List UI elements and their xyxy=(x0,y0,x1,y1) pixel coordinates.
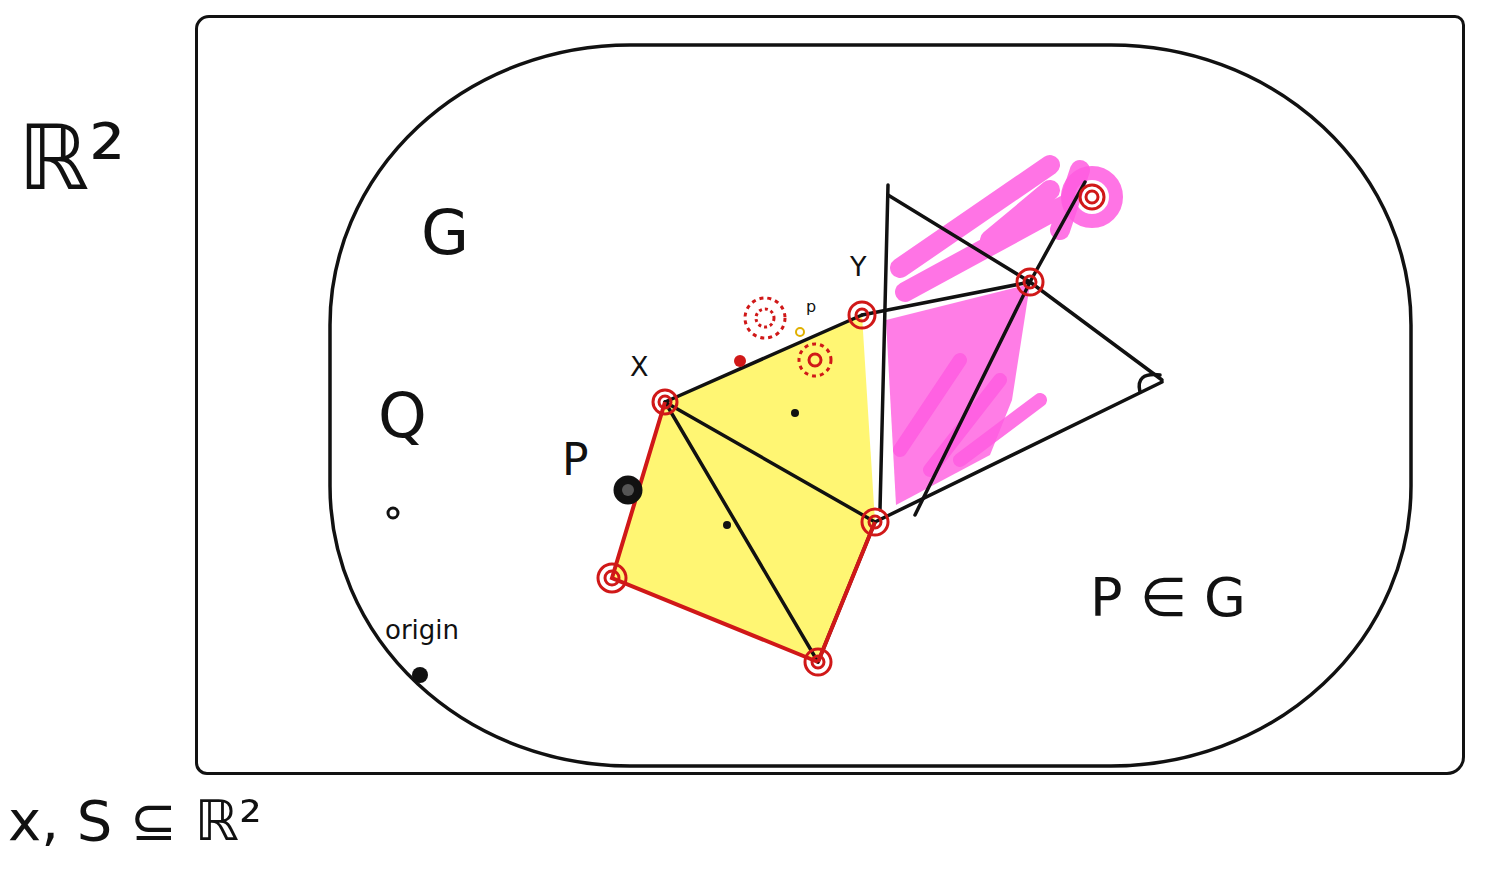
dot xyxy=(388,508,398,518)
vertex-ring xyxy=(598,564,626,592)
yellow-dot xyxy=(796,328,804,336)
vertex-ring xyxy=(862,509,888,535)
vertex-ring xyxy=(1080,185,1104,209)
vertex-ring xyxy=(856,309,868,321)
vertex-ring xyxy=(1086,191,1098,203)
edge-line xyxy=(1030,282,1162,380)
edge-line xyxy=(888,195,1030,282)
point-p xyxy=(615,477,641,503)
red-vertices xyxy=(598,185,1104,675)
set-region: G xyxy=(328,43,1413,768)
edge-tip xyxy=(1139,375,1160,392)
vertex-label: Y xyxy=(850,252,867,282)
membership-note: P ∈ G xyxy=(1090,568,1246,627)
magenta-scribble xyxy=(900,165,1080,292)
red-edge xyxy=(612,402,818,662)
point-p-inner xyxy=(622,484,634,496)
yellow-fill xyxy=(612,315,875,662)
vertex-ring xyxy=(659,396,671,408)
dashed-ring xyxy=(745,298,785,338)
set-label: Q xyxy=(378,382,427,450)
vertex-ring xyxy=(805,649,831,675)
point-label: P xyxy=(562,436,589,484)
vertex-ring xyxy=(869,516,881,528)
oval-outline xyxy=(330,45,1411,766)
edge-line xyxy=(665,402,818,662)
dot xyxy=(723,521,731,529)
dashed-ring xyxy=(799,344,831,376)
red-boundary xyxy=(612,402,875,662)
edge-line xyxy=(665,402,875,522)
edge-line xyxy=(880,185,888,510)
edge-line xyxy=(818,522,875,662)
vertex-ring xyxy=(1017,269,1043,295)
origin-label: origin xyxy=(385,616,459,645)
edge-line xyxy=(665,315,862,402)
vertex-ring xyxy=(1024,276,1036,288)
edge-line xyxy=(875,382,1162,522)
magenta-region xyxy=(886,165,1116,505)
region-label: ℝ² xyxy=(18,108,125,207)
dashed-ring xyxy=(809,354,821,366)
edge-line xyxy=(915,282,1030,515)
point-label: p xyxy=(806,298,816,316)
red-edge xyxy=(818,522,875,662)
red-dot xyxy=(734,355,746,367)
dot xyxy=(791,409,799,417)
vertex-label: X xyxy=(630,352,649,382)
dashed-ring xyxy=(756,309,774,327)
vertex-ring xyxy=(605,571,619,585)
black-edges xyxy=(665,182,1162,662)
edge-line xyxy=(1030,182,1085,282)
set-note: x, S ⊆ ℝ² xyxy=(8,790,262,852)
oval-outline xyxy=(328,43,1413,768)
vertex-ring xyxy=(812,656,824,668)
region-label: G xyxy=(421,199,469,267)
vertex-ring xyxy=(653,390,677,414)
vertex-ring xyxy=(849,302,875,328)
magenta-fill xyxy=(886,284,1030,505)
yellow-region xyxy=(612,315,875,662)
